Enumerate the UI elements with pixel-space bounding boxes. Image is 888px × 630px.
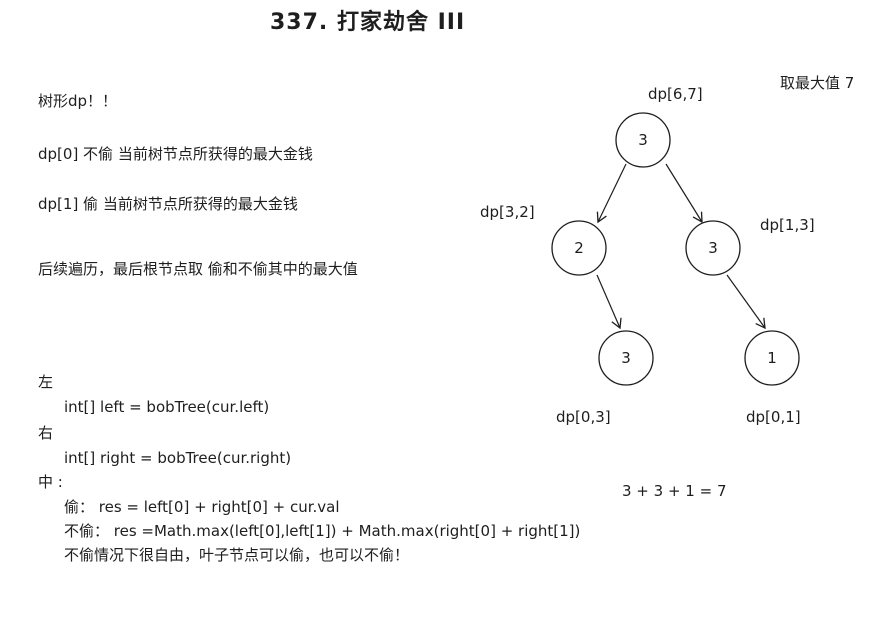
node-value: 3 [708,239,718,257]
note-take-max: 取最大值 7 [780,74,855,92]
edge-right-right [726,274,766,330]
edge-root-left [596,163,627,224]
node-value: 2 [574,239,584,257]
code-remark-line: 不偷情况下很自由，叶子节点可以偷，也可以不偷！ [64,546,410,564]
note-dp0: dp[0] 不偷 当前树节点所获得的最大金钱 [38,145,313,163]
note-postorder: 后续遍历，最后根节点取 偷和不偷其中的最大值 [38,260,358,278]
tree-node-right: 3 [685,220,741,276]
dp-label-right: dp[1,3] [760,216,815,234]
code-left-line: int[] left = bobTree(cur.left) [64,398,270,416]
code-right-line: int[] right = bobTree(cur.right) [64,449,292,467]
edge-root-right [665,163,703,224]
tree-node-left: 2 [551,220,607,276]
tree-node-left-right: 3 [598,330,654,386]
code-steal-line: 偷： res = left[0] + right[0] + cur.val [64,498,340,516]
code-mid-label: 中 : [38,473,63,491]
edge-left-right [596,274,622,330]
dp-label-left: dp[3,2] [480,203,535,221]
node-value: 3 [621,349,631,367]
note-tree-dp: 树形dp！！ [38,92,118,110]
page-title: 337. 打家劫舍 III [270,10,466,35]
tree-node-root: 3 [615,112,671,168]
dp-label-left-right: dp[0,3] [556,408,611,426]
node-value: 3 [638,131,648,149]
dp-label-root: dp[6,7] [648,85,703,103]
code-right-label: 右 [38,424,54,442]
tree-node-right-right: 1 [744,330,800,386]
dp-label-right-right: dp[0,1] [746,408,801,426]
code-nosteal-line: 不偷： res =Math.max(left[0],left[1]) + Mat… [64,522,581,540]
sum-equation: 3 + 3 + 1 = 7 [622,482,727,500]
node-value: 1 [767,349,777,367]
code-left-label: 左 [38,373,54,391]
note-dp1: dp[1] 偷 当前树节点所获得的最大金钱 [38,195,298,213]
